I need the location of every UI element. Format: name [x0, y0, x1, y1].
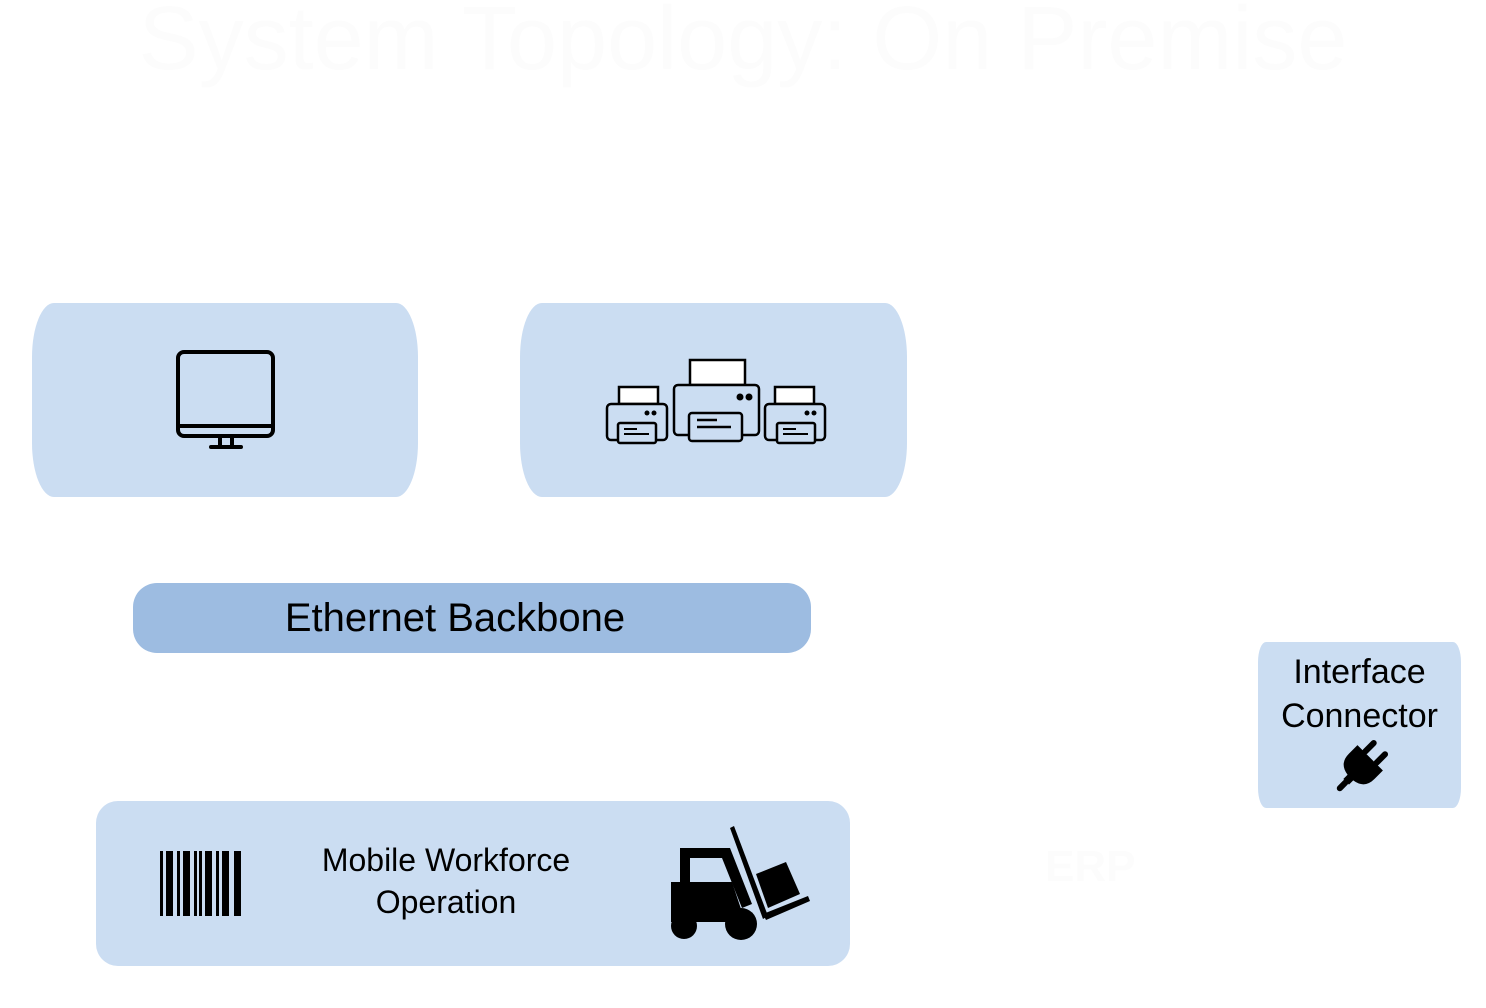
- mobile-label-line2: Operation: [375, 884, 517, 920]
- interface-connector-label: Interface Connector: [1258, 650, 1461, 738]
- printers-icon: [605, 358, 827, 445]
- forklift-icon: [671, 826, 810, 940]
- workstation-node[interactable]: [32, 303, 418, 497]
- mobile-label-line1: Mobile Workforce: [321, 842, 571, 878]
- backbone-label: Ethernet Backbone: [284, 595, 626, 640]
- connector-label-line2: Connector: [1281, 697, 1438, 735]
- barcode-icon: [160, 851, 241, 916]
- mobile-workforce-node[interactable]: Mobile Workforce Operation: [96, 801, 850, 966]
- connector-label-line1: Interface: [1293, 653, 1426, 691]
- ethernet-backbone[interactable]: Ethernet Backbone: [133, 583, 811, 653]
- plug-icon: [1336, 739, 1389, 792]
- erp-label: ERP: [1045, 842, 1136, 891]
- printers-node[interactable]: [520, 303, 907, 497]
- diagram-title: System Topology: On Premise: [138, 0, 1348, 89]
- interface-connector-node[interactable]: Interface Connector: [1258, 642, 1461, 808]
- mobile-workforce-label: Mobile Workforce Operation: [296, 839, 596, 923]
- monitor-icon: [176, 350, 275, 449]
